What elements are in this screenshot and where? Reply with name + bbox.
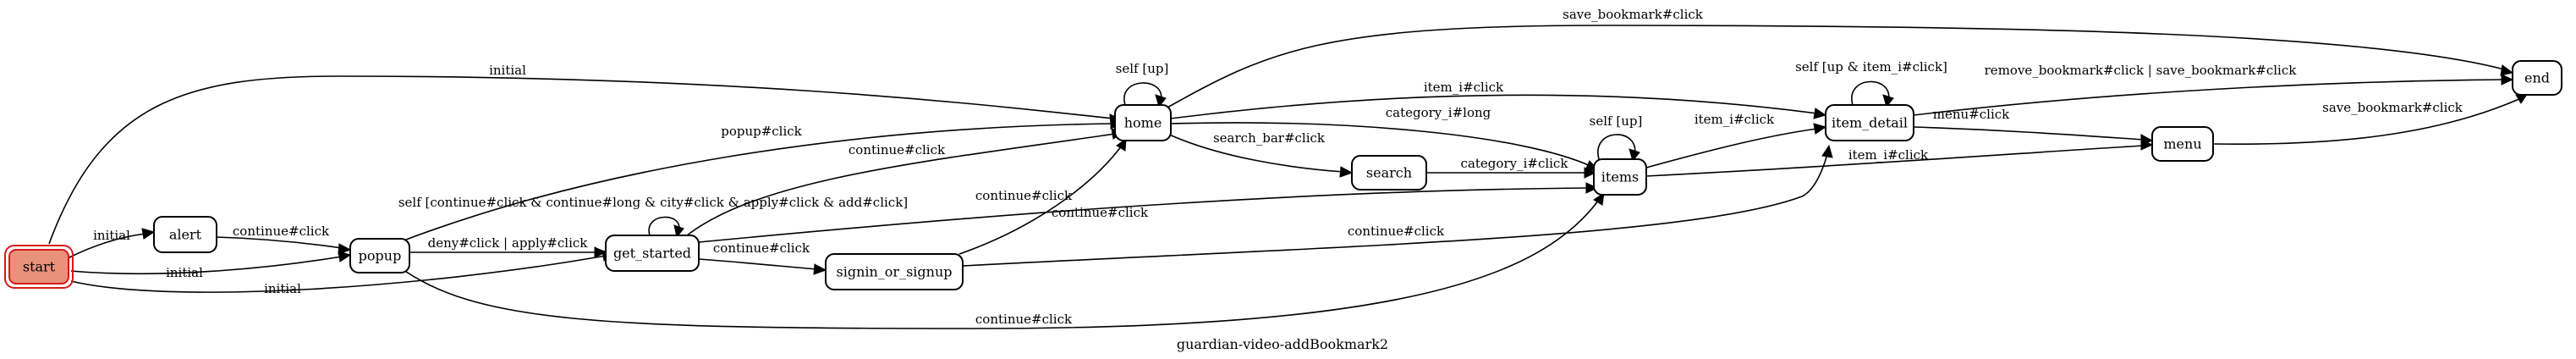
edge-label-get_started-signin: continue#click bbox=[713, 240, 810, 256]
node-get_started: get_started bbox=[605, 235, 700, 272]
edge-items-menu: item_i#click bbox=[1645, 139, 2154, 177]
node-label-item_detail: item_detail bbox=[1832, 115, 1908, 131]
node-item_detail: item_detail bbox=[1825, 104, 1914, 141]
edge-label-items-item_detail: item_i#click bbox=[1694, 112, 1775, 127]
edge-label-popup-home: popup#click bbox=[721, 124, 802, 139]
node-label-signin_or_signup: signin_or_signup bbox=[837, 264, 953, 280]
edge-label-home-item_detail: item_i#click bbox=[1424, 80, 1504, 95]
edge-label-items-self: self [up] bbox=[1590, 113, 1643, 129]
edge-label-start-get_started: initial bbox=[264, 281, 301, 296]
node-popup: popup bbox=[349, 238, 410, 273]
edge-label-popup-items: continue#click bbox=[975, 312, 1073, 327]
node-items: items bbox=[1593, 158, 1647, 196]
edge-home-self: self [up] bbox=[1116, 61, 1169, 108]
node-search: search bbox=[1351, 155, 1427, 191]
edge-label-items-menu: item_i#click bbox=[1848, 147, 1929, 163]
edge-signin-item_detail: continue#click bbox=[962, 144, 1833, 267]
edge-label-item_detail-self: self [up & item_i#click] bbox=[1795, 59, 1947, 75]
node-signin_or_signup: signin_or_signup bbox=[825, 253, 964, 290]
edge-search-items: category_i#click bbox=[1426, 156, 1597, 179]
edge-label-start-popup: initial bbox=[166, 265, 203, 280]
edge-home-search: search_bar#click bbox=[1167, 130, 1354, 178]
edge-label-popup-get_started: deny#click | apply#click bbox=[428, 235, 589, 251]
node-label-menu: menu bbox=[2163, 136, 2201, 152]
edge-popup-get_started: deny#click | apply#click bbox=[409, 235, 607, 258]
node-menu: menu bbox=[2151, 126, 2214, 162]
edge-label-home-search: search_bar#click bbox=[1213, 130, 1326, 146]
edge-item_detail-menu: menu#click bbox=[1913, 107, 2154, 146]
node-start: start bbox=[4, 245, 74, 289]
node-label-items: items bbox=[1601, 169, 1639, 185]
node-label-home: home bbox=[1124, 115, 1162, 131]
edge-get_started-signin: continue#click bbox=[698, 240, 827, 275]
edge-label-item_detail-end: remove_bookmark#click | save_bookmark#cl… bbox=[1985, 63, 2298, 78]
node-label-search: search bbox=[1366, 165, 1412, 181]
edge-menu-end: save_bookmark#click bbox=[2212, 92, 2529, 145]
edge-label-get_started-items: continue#click bbox=[1052, 205, 1149, 220]
edge-get_started-self: self [continue#click & continue#long & c… bbox=[398, 195, 908, 239]
edge-start-alert: initial bbox=[67, 228, 156, 259]
edge-label-get_started-self: self [continue#click & continue#long & c… bbox=[398, 195, 908, 210]
node-label-end: end bbox=[2524, 70, 2550, 86]
edge-label-start-alert: initial bbox=[93, 228, 130, 243]
edge-label-get_started-home: continue#click bbox=[849, 142, 946, 157]
edge-alert-popup: continue#click bbox=[216, 224, 352, 255]
node-alert: alert bbox=[153, 216, 217, 253]
edge-label-home-end: save_bookmark#click bbox=[1563, 7, 1704, 22]
edge-label-menu-end: save_bookmark#click bbox=[2322, 100, 2463, 115]
edge-label-home-self: self [up] bbox=[1116, 61, 1169, 76]
edge-label-home-items: category_i#long bbox=[1386, 105, 1491, 120]
edge-get_started-items: continue#click bbox=[698, 182, 1599, 243]
graph-caption: guardian-video-addBookmark2 bbox=[1177, 336, 1388, 352]
edge-popup-home: popup#click bbox=[405, 118, 1123, 240]
node-label-get_started: get_started bbox=[613, 246, 691, 262]
edge-label-search-items: category_i#click bbox=[1461, 156, 1569, 171]
node-label-popup: popup bbox=[359, 248, 402, 264]
edge-items-item_detail: item_i#click bbox=[1645, 112, 1827, 168]
node-label-alert: alert bbox=[169, 227, 202, 243]
edge-items-self: self [up] bbox=[1590, 113, 1643, 163]
edge-label-item_detail-menu: menu#click bbox=[1933, 107, 2010, 122]
node-label-start: start bbox=[23, 259, 56, 275]
edge-home-items: category_i#long bbox=[1170, 105, 1600, 171]
edge-item_detail-end: remove_bookmark#click | save_bookmark#cl… bbox=[1913, 63, 2514, 116]
edge-home-end: save_bookmark#click bbox=[1165, 7, 2514, 109]
edge-label-start-home: initial bbox=[489, 63, 526, 78]
node-home: home bbox=[1114, 104, 1172, 141]
edge-start-popup: initial bbox=[70, 251, 352, 280]
edge-label-alert-popup: continue#click bbox=[233, 224, 330, 239]
edge-signin-home: continue#click bbox=[958, 137, 1127, 255]
edge-label-signin-home: continue#click bbox=[975, 188, 1073, 203]
edge-item_detail-self: self [up & item_i#click] bbox=[1795, 59, 1947, 108]
edge-home-item_detail: item_i#click bbox=[1170, 80, 1827, 119]
edge-label-signin-item_detail: continue#click bbox=[1348, 224, 1445, 239]
node-end: end bbox=[2512, 60, 2562, 96]
edge-popup-items: continue#click bbox=[397, 191, 1605, 329]
